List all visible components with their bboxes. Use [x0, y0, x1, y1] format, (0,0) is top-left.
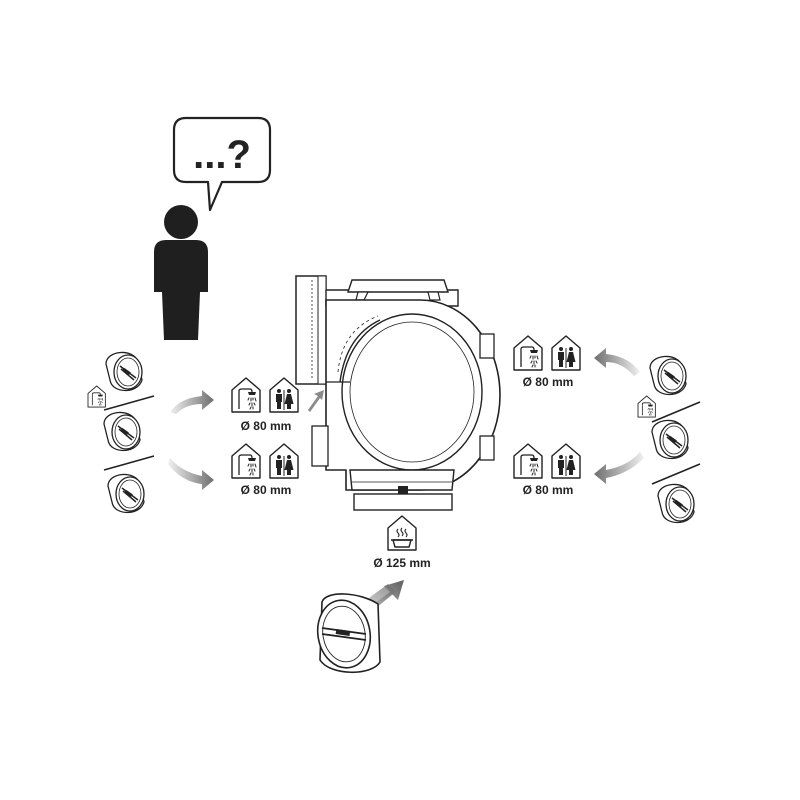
small-shower-icon [87, 385, 106, 408]
damper-cylinder [107, 473, 145, 514]
port-diameter-label: Ø 80 mm [241, 419, 292, 433]
port-diameter-label: Ø 80 mm [523, 375, 574, 389]
right-damper-set [637, 355, 701, 524]
damper-cylinder [103, 411, 141, 452]
toilet-icon [551, 335, 581, 371]
shower-icon [231, 443, 261, 479]
port-diameter-label: Ø 125 mm [373, 556, 430, 570]
damper-cylinder [651, 419, 689, 460]
shower-icon [231, 377, 261, 413]
damper-cylinder [649, 355, 687, 396]
port-bottom: Ø 125 mm [373, 515, 431, 570]
port-diameter-label: Ø 80 mm [523, 483, 574, 497]
port-diameter-label: Ø 80 mm [241, 483, 292, 497]
kitchen-pot-icon [387, 515, 417, 551]
speech-bubble: ...? [172, 116, 272, 212]
damper-cylinder [105, 351, 143, 392]
arrow-into-unit [308, 390, 324, 412]
left-damper-set [87, 351, 155, 514]
port-right-lower: Ø 80 mm [513, 443, 581, 497]
toilet-icon [269, 443, 299, 479]
port-right-upper: Ø 80 mm [513, 335, 581, 389]
large-damper-cylinder [316, 593, 381, 673]
person-icon [154, 205, 208, 340]
shower-icon [513, 335, 543, 371]
arrow-right-lower [168, 458, 214, 490]
damper-cylinder [657, 483, 695, 524]
toilet-icon [269, 377, 299, 413]
speech-bubble-text: ...? [193, 133, 251, 177]
port-left-upper: Ø 80 mm [231, 377, 299, 433]
arrow-left-lower [594, 452, 644, 484]
arrow-left-upper [594, 348, 640, 376]
toilet-icon [551, 443, 581, 479]
fan-unit [295, 275, 501, 511]
arrow-right-upper [170, 390, 214, 414]
small-shower-icon [637, 395, 656, 418]
port-left-lower: Ø 80 mm [231, 443, 299, 497]
shower-icon [513, 443, 543, 479]
